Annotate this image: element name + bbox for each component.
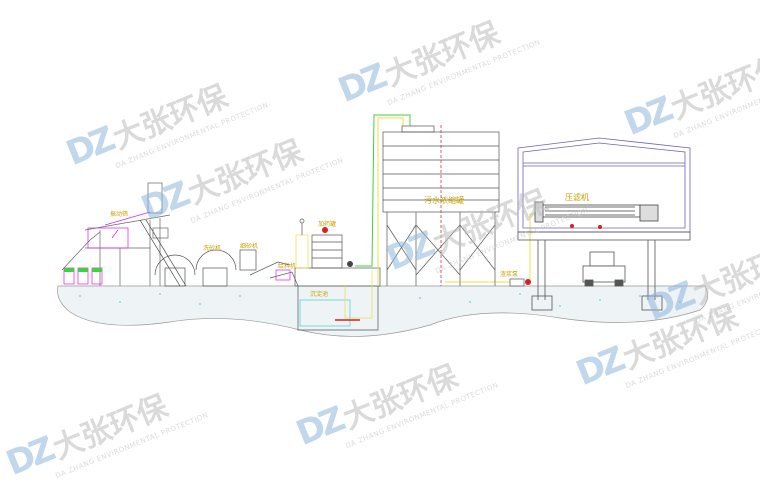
label-dosing-tank: 加药罐: [318, 220, 336, 228]
slurry-pump: [509, 278, 531, 287]
process-diagram: 振动筛 洗砂机 细砂机 给料机 沉淀池 加药罐 污水浓缩罐 渣浆泵: [57, 114, 708, 337]
ground: [57, 285, 708, 337]
label-feeder: 给料机: [278, 262, 296, 270]
label-sludge-tank: 污水浓缩罐: [424, 195, 464, 205]
sludge-tank: [382, 125, 500, 286]
label-slurry-pump: 渣浆泵: [500, 270, 518, 278]
label-sedimentation-pool: 沉淀池: [310, 290, 328, 298]
label-sand-washer-2: 细砂机: [240, 242, 258, 250]
sedimentation-pool: [294, 267, 381, 331]
sand-washers: [154, 249, 299, 287]
dosing-tank: [295, 218, 353, 269]
label-filter-press: 压滤机: [565, 192, 589, 202]
filter-press-building: [517, 137, 691, 311]
truck: [582, 251, 626, 287]
label-sand-washer-1: 洗砂机: [203, 244, 221, 252]
pipe-green: [355, 114, 411, 267]
label-vibrating-screen: 振动筛: [110, 210, 128, 218]
filter-press: [534, 201, 659, 229]
ground-dots: [79, 293, 681, 307]
vibrating-screen-unit: [61, 182, 187, 287]
